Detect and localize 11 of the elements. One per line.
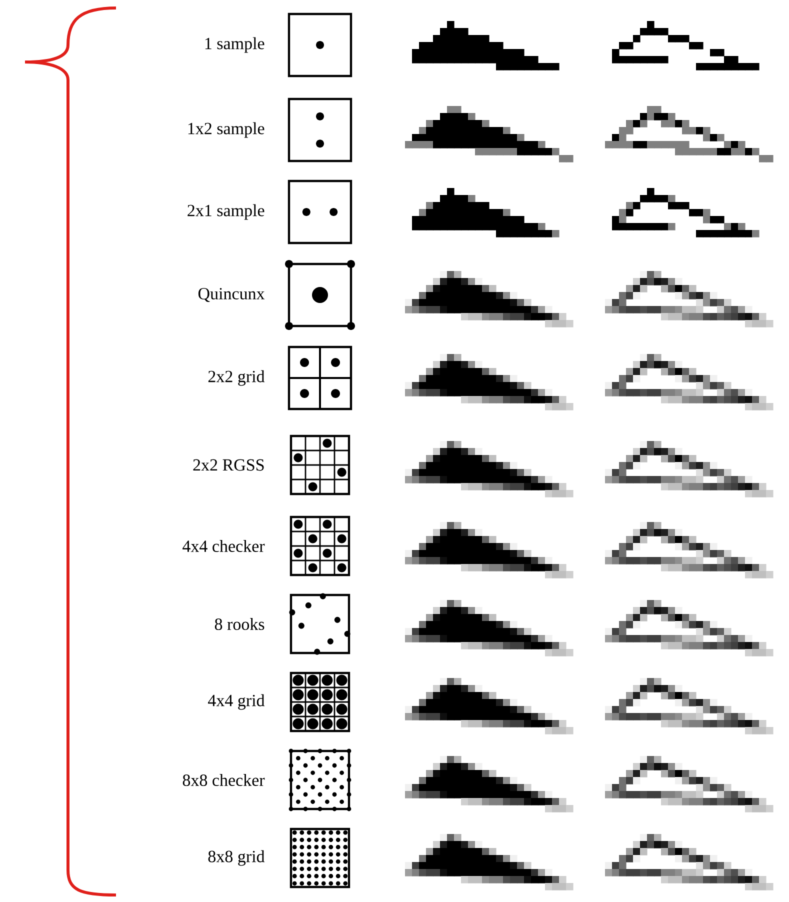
pattern-label: 2x2 RGSS (193, 459, 264, 471)
pattern-label: 8 rooks (214, 618, 264, 630)
pattern-label: 8x8 grid (208, 850, 265, 866)
pattern-label: Quincunx (198, 288, 265, 302)
pattern-label: 2x1 sample (188, 204, 264, 220)
pattern-label: 1x2 sample (188, 122, 264, 138)
pattern-label: 8x8 checker (182, 774, 265, 786)
pattern-label: 1 sample (205, 37, 264, 53)
pattern-label: 4x4 checker (182, 540, 265, 552)
pattern-label: 2x2 grid (208, 370, 265, 386)
pattern-label: 4x4 grid (208, 694, 265, 710)
